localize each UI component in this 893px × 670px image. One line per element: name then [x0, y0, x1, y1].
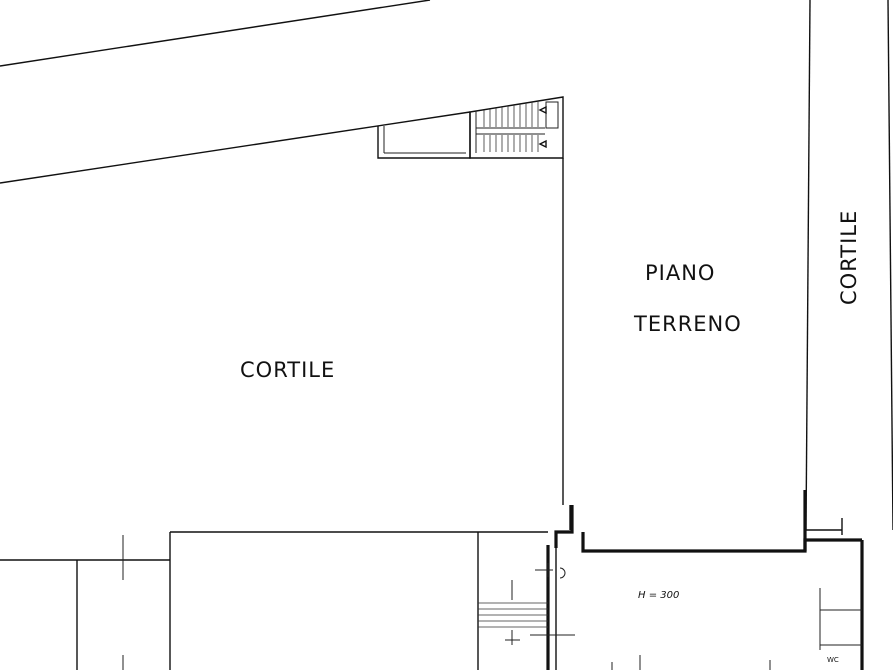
- central-divider-wall: [562, 158, 571, 530]
- lower-building: [0, 490, 864, 670]
- floor-label-line1: PIANO: [645, 261, 715, 285]
- stair-treads-upper: [483, 101, 539, 127]
- right-courtyard-strip: [805, 0, 893, 535]
- right-room-partitions: [819, 588, 862, 650]
- courtyard-side-label: CORTILE: [837, 210, 861, 305]
- stair-block: [377, 96, 564, 159]
- floor-label-line2: TERRENO: [633, 312, 742, 336]
- wc-note: WC: [827, 656, 839, 664]
- courtyard-main-label: CORTILE: [240, 358, 335, 382]
- entry-steps: [478, 602, 548, 628]
- stair-treads-lower: [483, 135, 539, 152]
- height-note: H = 300: [638, 590, 679, 601]
- upper-diagonal-band: [0, 0, 471, 184]
